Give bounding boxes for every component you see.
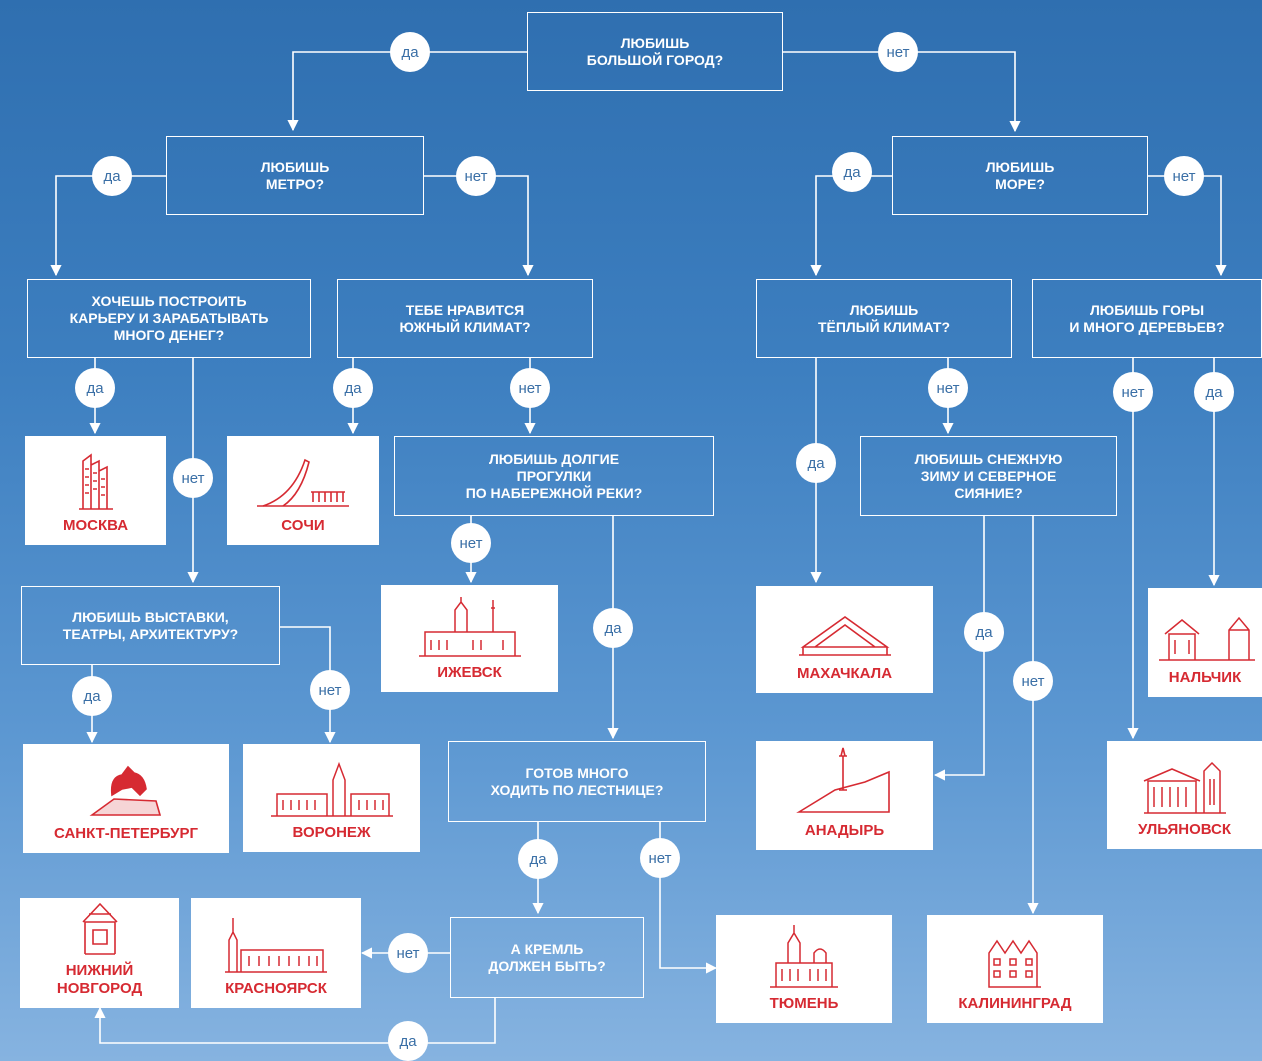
- answer-yes-badge: да: [333, 368, 373, 408]
- edge-kremlin-yes: [94, 998, 496, 1044]
- answer-yes-badge: да: [1194, 372, 1234, 412]
- city-name: АНАДЫРЬ: [804, 822, 885, 839]
- question-text: А КРЕМЛЬ ДОЛЖЕН БЫТЬ?: [488, 940, 606, 974]
- question-text: ХОЧЕШЬ ПОСТРОИТЬ КАРЬЕРУ И ЗАРАБАТЫВАТЬ …: [69, 293, 269, 343]
- city-card-nizhny[interactable]: НИЖНИЙ НОВГОРОД: [20, 898, 179, 1008]
- pyramid-roof-icon: [798, 616, 891, 656]
- spire-building-icon: [225, 918, 327, 973]
- edge-snow-yes: [933, 516, 985, 781]
- question-career: ХОЧЕШЬ ПОСТРОИТЬ КАРЬЕРУ И ЗАРАБАТЫВАТЬ …: [27, 279, 311, 358]
- answer-yes-badge: да: [796, 443, 836, 483]
- olympic-torch-icon: [257, 458, 349, 507]
- question-text: ЛЮБИШЬ ГОРЫ И МНОГО ДЕРЕВЬЕВ?: [1069, 301, 1225, 335]
- question-text: ЛЮБИШЬ ТЁПЛЫЙ КЛИМАТ?: [817, 301, 951, 335]
- city-name: КАЛИНИНГРАД: [958, 995, 1072, 1012]
- kremlin-tower-icon: [81, 902, 118, 955]
- city-card-moscow[interactable]: МОСКВА: [25, 436, 166, 545]
- answer-yes-badge: да: [72, 676, 112, 716]
- question-snow: ЛЮБИШЬ СНЕЖНУЮ ЗИМУ И СЕВЕРНОЕ СИЯНИЕ?: [860, 436, 1117, 516]
- answer-yes-badge: да: [388, 1021, 428, 1061]
- city-card-krasnoyarsk[interactable]: КРАСНОЯРСК: [191, 898, 361, 1008]
- answer-yes-badge: да: [390, 32, 430, 72]
- answer-no-badge: нет: [1113, 372, 1153, 412]
- answer-yes-badge: да: [832, 152, 872, 192]
- mansion-icon: [1143, 761, 1226, 814]
- answer-yes-badge: да: [964, 612, 1004, 652]
- city-card-izhevsk[interactable]: ИЖЕВСК: [381, 585, 558, 692]
- answer-no-badge: нет: [928, 368, 968, 408]
- answer-no-badge: нет: [173, 458, 213, 498]
- cathedral-icon: [418, 597, 521, 657]
- question-text: ЛЮБИШЬ СНЕЖНУЮ ЗИМУ И СЕВЕРНОЕ СИЯНИЕ?: [914, 450, 1063, 501]
- city-card-makhachkala[interactable]: МАХАЧКАЛА: [756, 586, 933, 693]
- city-name: ТЮМЕНЬ: [769, 995, 839, 1012]
- question-text: ГОТОВ МНОГО ХОДИТЬ ПО ЛЕСТНИЦЕ?: [490, 764, 664, 798]
- answer-yes-badge: да: [75, 368, 115, 408]
- answer-no-badge: нет: [451, 523, 491, 563]
- city-name: НИЖНИЙ НОВГОРОД: [56, 962, 143, 997]
- question-text: ЛЮБИШЬ ДОЛГИЕ ПРОГУЛКИ ПО НАБЕРЕЖНОЙ РЕК…: [465, 450, 643, 501]
- question-kremlin: А КРЕМЛЬ ДОЛЖЕН БЫТЬ?: [450, 917, 644, 998]
- skyscraper-icon: [78, 453, 113, 510]
- gazebo-icon: [1159, 616, 1255, 661]
- monument-hill-icon: [795, 747, 890, 813]
- answer-no-badge: нет: [1013, 661, 1053, 701]
- city-name: МАХАЧКАЛА: [796, 665, 893, 682]
- answer-no-badge: нет: [510, 368, 550, 408]
- city-name: МОСКВА: [62, 517, 129, 534]
- answer-yes-badge: да: [92, 156, 132, 196]
- city-name: ИЖЕВСК: [437, 664, 502, 681]
- question-metro: ЛЮБИШЬ МЕТРО?: [166, 136, 424, 215]
- city-name: НАЛЬЧИК: [1168, 669, 1242, 686]
- answer-no-badge: нет: [456, 156, 496, 196]
- city-card-ulyanovsk[interactable]: УЛЬЯНОВСК: [1107, 741, 1262, 849]
- city-name: СОЧИ: [281, 517, 325, 534]
- city-card-kaliningrad[interactable]: КАЛИНИНГРАД: [927, 915, 1103, 1023]
- city-name: ВОРОНЕЖ: [292, 824, 371, 841]
- answer-no-badge: нет: [878, 32, 918, 72]
- city-name: САНКТ-ПЕТЕРБУРГ: [53, 825, 199, 842]
- question-sea: ЛЮБИШЬ МОРЕ?: [892, 136, 1148, 215]
- city-card-spb[interactable]: САНКТ-ПЕТЕРБУРГ: [23, 744, 229, 853]
- answer-yes-badge: да: [593, 608, 633, 648]
- edge-bigcity-no: [783, 51, 1021, 133]
- answer-no-badge: нет: [1164, 156, 1204, 196]
- city-name: УЛЬЯНОВСК: [1137, 821, 1232, 838]
- city-name: КРАСНОЯРСК: [225, 980, 327, 997]
- answer-no-badge: нет: [640, 838, 680, 878]
- question-south-climate: ТЕБЕ НРАВИТСЯ ЮЖНЫЙ КЛИМАТ?: [337, 279, 593, 358]
- question-warm-climate: ЛЮБИШЬ ТЁПЛЫЙ КЛИМАТ?: [756, 279, 1012, 358]
- question-text: ЛЮБИШЬ МЕТРО?: [260, 158, 330, 192]
- city-card-voronezh[interactable]: ВОРОНЕЖ: [243, 744, 420, 852]
- city-card-sochi[interactable]: СОЧИ: [227, 436, 379, 545]
- question-text: ЛЮБИШЬ БОЛЬШОЙ ГОРОД?: [586, 34, 724, 68]
- edge-bigcity-yes: [287, 51, 527, 132]
- answer-no-badge: нет: [388, 933, 428, 973]
- question-embankment: ЛЮБИШЬ ДОЛГИЕ ПРОГУЛКИ ПО НАБЕРЕЖНОЙ РЕК…: [394, 436, 714, 516]
- question-exhibitions: ЛЮБИШЬ ВЫСТАВКИ, ТЕАТРЫ, АРХИТЕКТУРУ?: [21, 586, 280, 665]
- answer-no-badge: нет: [310, 670, 350, 710]
- city-card-nalchik[interactable]: НАЛЬЧИК: [1148, 588, 1262, 697]
- question-text: ТЕБЕ НРАВИТСЯ ЮЖНЫЙ КЛИМАТ?: [399, 301, 531, 335]
- city-card-tyumen[interactable]: ТЮМЕНЬ: [716, 915, 892, 1023]
- answer-yes-badge: да: [518, 839, 558, 879]
- city-card-anadyr[interactable]: АНАДЫРЬ: [756, 741, 933, 850]
- bronze-horseman-icon: [89, 765, 162, 816]
- question-text: ЛЮБИШЬ МОРЕ?: [985, 158, 1055, 192]
- question-text: ЛЮБИШЬ ВЫСТАВКИ, ТЕАТРЫ, АРХИТЕКТУРУ?: [62, 608, 239, 642]
- station-icon: [270, 761, 393, 817]
- gabled-houses-icon: [988, 939, 1041, 988]
- church-icon: [770, 925, 838, 988]
- question-big-city: ЛЮБИШЬ БОЛЬШОЙ ГОРОД?: [527, 12, 783, 91]
- question-mountains: ЛЮБИШЬ ГОРЫ И МНОГО ДЕРЕВЬЕВ?: [1032, 279, 1262, 358]
- question-stairs: ГОТОВ МНОГО ХОДИТЬ ПО ЛЕСТНИЦЕ?: [448, 741, 706, 822]
